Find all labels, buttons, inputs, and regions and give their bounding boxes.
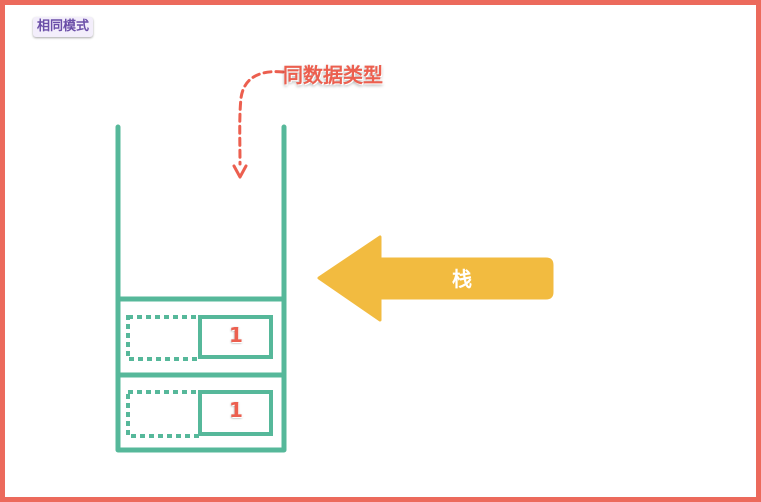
- stack-pointer-arrow-icon: [317, 235, 554, 322]
- arrowhead-down-icon: [232, 164, 248, 179]
- type-annotation-label: 同数据类型: [283, 63, 383, 87]
- stack-item-value: 1: [229, 323, 243, 347]
- stack-cell: [126, 315, 273, 361]
- stack-item-value: 1: [229, 398, 243, 422]
- stack-container: [115, 124, 287, 453]
- stack-cell: [126, 390, 273, 438]
- mode-tag: 相同模式: [33, 17, 94, 37]
- curved-dashed-arrow-icon: [238, 70, 285, 166]
- stack-label: 栈: [452, 267, 472, 291]
